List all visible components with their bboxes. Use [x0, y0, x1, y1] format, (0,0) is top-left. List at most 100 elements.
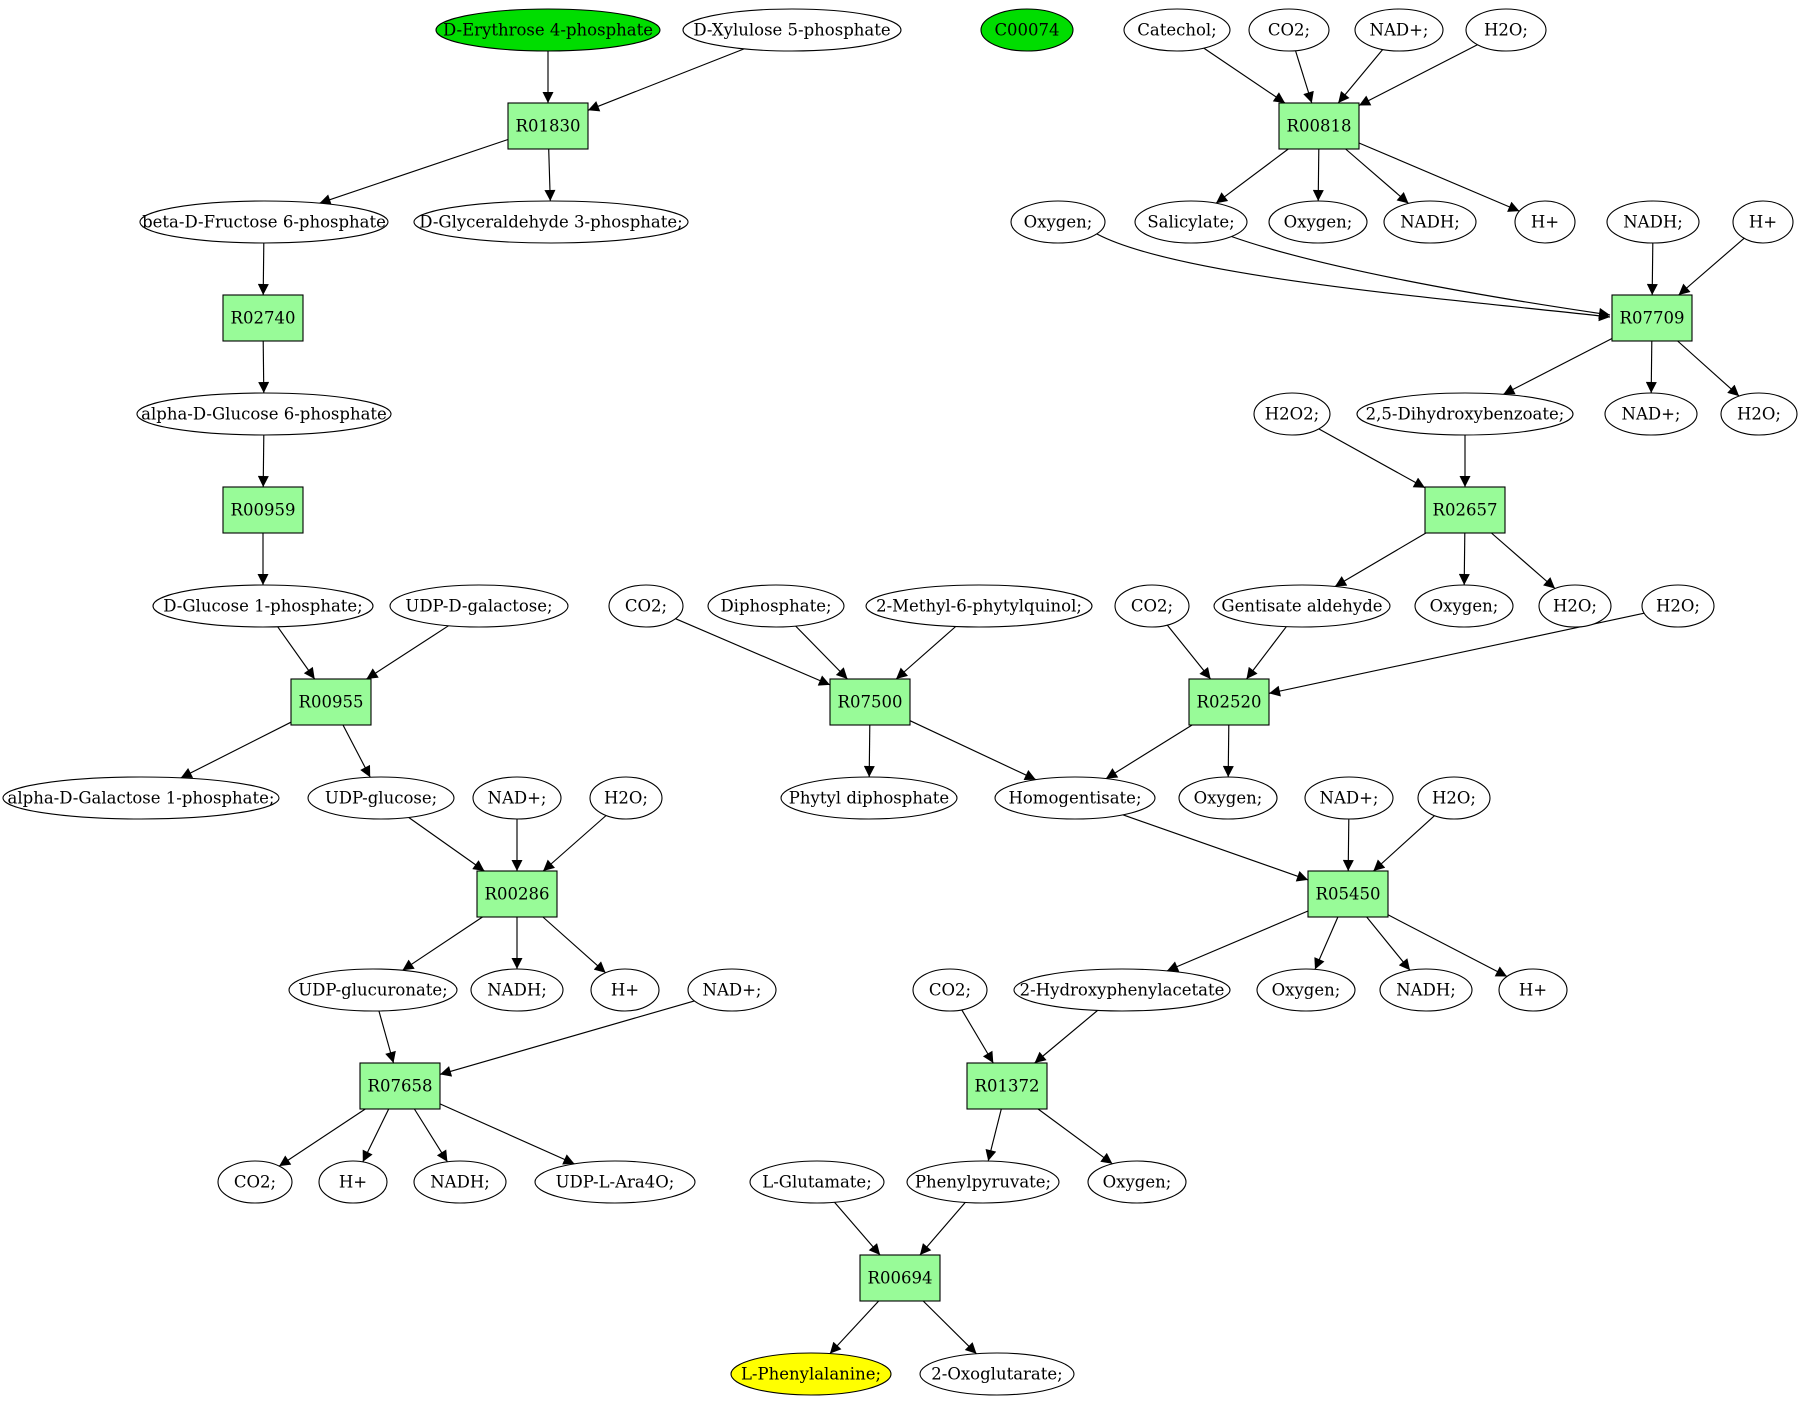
compound-node-c-co2-b: CO2; — [608, 584, 684, 628]
edge-c-oxygen-a-to-r-R07709 — [1096, 233, 1611, 322]
edge-r-R01372-to-c-phenylpyruvate — [985, 1108, 1002, 1162]
edge-r-R07709-to-c-nadp-b — [1645, 340, 1657, 394]
edge-c-methylphytyl-to-r-R07500 — [895, 626, 957, 680]
node-label: H+ — [339, 1173, 367, 1192]
node-label: H2O; — [1656, 597, 1700, 616]
node-label: NAD+; — [1370, 21, 1429, 40]
compound-ellipse — [139, 200, 389, 244]
compound-node-c-bfructose: beta-D-Fructose 6-phosphate — [139, 200, 389, 244]
edge-c-bfructose-to-r-R02740 — [257, 242, 269, 296]
reaction-box — [966, 1062, 1048, 1110]
node-label: UDP-glucuronate; — [298, 981, 447, 1000]
compound-ellipse — [2, 776, 280, 820]
edge-r-R01372-to-c-oxygen-f — [1037, 1108, 1113, 1165]
node-label: R02520 — [1197, 693, 1262, 712]
node-label: D-Erythrose 4-phosphate — [443, 21, 653, 40]
reaction-node-r-R00286: R00286 — [476, 870, 558, 918]
compound-node-c-erythrose: D-Erythrose 4-phosphate — [435, 8, 661, 52]
compound-ellipse — [590, 968, 660, 1012]
compound-ellipse — [780, 776, 958, 820]
compound-ellipse — [1720, 392, 1798, 436]
compound-ellipse — [1268, 200, 1368, 244]
edge-c-co2-b-to-r-R07500 — [675, 618, 831, 686]
node-label: NADH; — [1623, 213, 1683, 232]
edge-r-R07658-to-c-co2-e — [278, 1108, 366, 1167]
compound-ellipse — [1732, 200, 1794, 244]
edge-c-glutamate-to-r-R00694 — [834, 1201, 881, 1256]
nodes-layer: D-Erythrose 4-phosphate D-Xylulose 5-phos… — [2, 8, 1798, 1396]
compound-node-c-nadp-c: NAD+; — [472, 776, 562, 820]
compound-node-c-udpgal: UDP-D-galactose; — [389, 584, 569, 628]
compound-ellipse — [413, 1160, 507, 1204]
reaction-box — [290, 678, 372, 726]
compound-node-c-nadp-e: NAD+; — [687, 968, 777, 1012]
reaction-box — [1188, 678, 1270, 726]
compound-node-c-nadh-b: NADH; — [1606, 200, 1700, 244]
node-label: 2-Oxoglutarate; — [931, 1365, 1062, 1384]
edge-r-R01830-to-c-glyceraldehyde — [544, 148, 556, 202]
node-label: H2O; — [1484, 21, 1528, 40]
reaction-node-r-R01372: R01372 — [966, 1062, 1048, 1110]
compound-ellipse — [288, 968, 458, 1012]
compound-node-c-oxygen-b: Oxygen; — [1268, 200, 1368, 244]
compound-node-c-co2-d: CO2; — [912, 968, 988, 1012]
edge-c-udpglucose-to-r-R00286 — [408, 816, 485, 872]
node-label: H2O; — [1737, 405, 1781, 424]
reaction-node-r-R00818: R00818 — [1278, 102, 1360, 150]
edge-c-nadp-d-to-r-R05450 — [1342, 818, 1354, 872]
compound-node-c-hplus-d: H+ — [1498, 968, 1568, 1012]
edge-c-glucose1p-to-r-R00955 — [277, 626, 316, 680]
node-label: R00818 — [1287, 117, 1352, 136]
node-label: Oxygen; — [1194, 789, 1263, 808]
node-label: 2,5-Dihydroxybenzoate; — [1366, 405, 1565, 424]
compound-ellipse — [730, 1352, 892, 1396]
compound-ellipse — [1010, 200, 1106, 244]
reaction-box — [1278, 102, 1360, 150]
node-label: NAD+; — [1622, 405, 1681, 424]
node-label: Phytyl diphosphate — [789, 789, 949, 808]
node-label: D-Xylulose 5-phosphate — [693, 21, 890, 40]
compound-ellipse — [589, 776, 663, 820]
compound-ellipse — [1253, 392, 1331, 436]
compound-ellipse — [1013, 968, 1231, 1012]
node-label: Catechol; — [1137, 21, 1217, 40]
edge-r-R00818-to-c-oxygen-b — [1312, 148, 1324, 202]
node-label: H2O; — [1432, 789, 1476, 808]
compound-node-c-oxygen-e: Oxygen; — [1256, 968, 1356, 1012]
node-label: CO2; — [1131, 597, 1173, 616]
node-label: UDP-L-Ara4O; — [556, 1173, 675, 1192]
compound-ellipse — [389, 584, 569, 628]
compound-ellipse — [1538, 584, 1612, 628]
compound-node-c-gentisald: Gentisate aldehyde — [1213, 584, 1391, 628]
compound-ellipse — [152, 584, 374, 628]
compound-node-c-h2o-a: H2O; — [1465, 8, 1547, 52]
reaction-box — [507, 102, 589, 150]
compound-ellipse — [1417, 776, 1491, 820]
node-label: Phenylpyruvate; — [915, 1173, 1051, 1192]
edge-c-h2o2-to-r-R02657 — [1318, 428, 1426, 489]
edge-r-R00955-to-c-udpglucose — [342, 724, 371, 778]
edge-r-R00286-to-c-hplus-c — [542, 916, 606, 974]
compound-ellipse — [136, 392, 392, 436]
compound-node-c-h2o-d: H2O; — [1641, 584, 1715, 628]
compound-node-c-homogentisate: Homogentisate; — [994, 776, 1156, 820]
node-label: UDP-glucose; — [325, 789, 437, 808]
node-label: R02657 — [1433, 501, 1498, 520]
compound-ellipse — [1134, 200, 1248, 244]
node-label: alpha-D-Galactose 1-phosphate; — [8, 789, 275, 808]
compound-ellipse — [413, 200, 689, 244]
edge-c-co2-d-to-r-R01372 — [961, 1009, 994, 1064]
reaction-node-r-R07500: R07500 — [829, 678, 911, 726]
edge-c-nadp-e-to-r-R07658 — [439, 1000, 695, 1077]
compound-ellipse — [906, 1160, 1060, 1204]
edge-r-R07500-to-c-homogentisate — [909, 720, 1037, 781]
node-label: NAD+; — [703, 981, 762, 1000]
compound-ellipse — [435, 8, 661, 52]
compound-node-c-nadp-b: NAD+; — [1604, 392, 1698, 436]
compound-node-c-oxoglutarate: 2-Oxoglutarate; — [919, 1352, 1075, 1396]
node-label: NAD+; — [488, 789, 547, 808]
compound-node-c-hplus-b: H+ — [1732, 200, 1794, 244]
compound-node-c-dhb: 2,5-Dihydroxybenzoate; — [1356, 392, 1574, 436]
node-label: Oxygen; — [1430, 597, 1499, 616]
